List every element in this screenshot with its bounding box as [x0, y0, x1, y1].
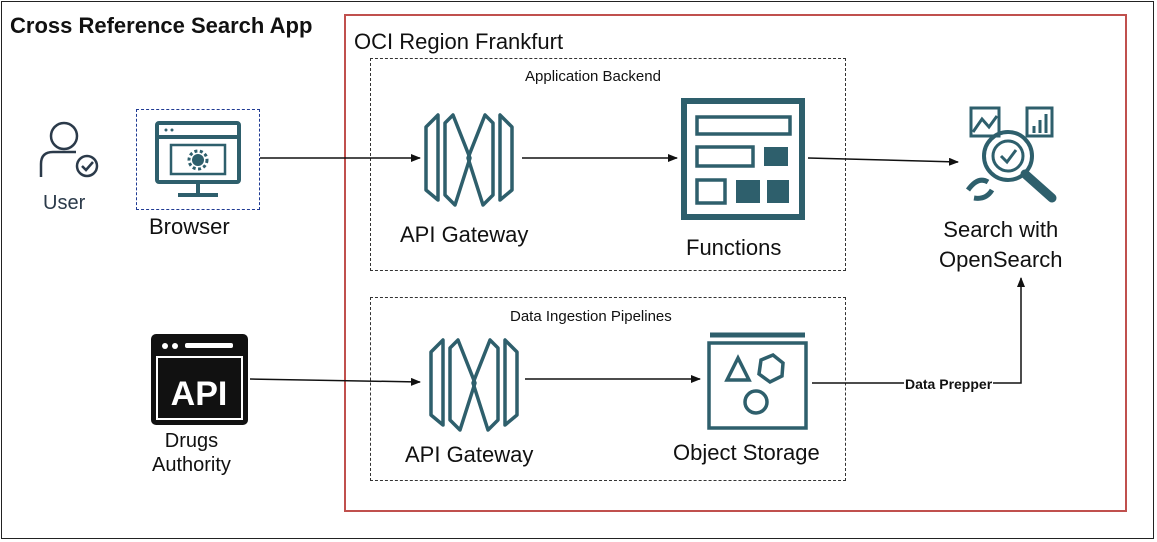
api-window-icon: [151, 334, 248, 425]
browser-settings-icon: [155, 121, 241, 197]
app-title: Cross Reference Search App: [10, 13, 313, 38]
browser-node-box: [136, 109, 260, 210]
user-label: User: [43, 192, 86, 214]
functions-label: Functions: [686, 235, 782, 260]
browser-dot-icon: [170, 128, 174, 132]
api-gateway-icon: [424, 113, 514, 207]
browser-dot-icon: [164, 128, 168, 132]
search-label-line1: Search with: [943, 217, 1059, 242]
search-label-line2: OpenSearch: [939, 247, 1063, 272]
region-title: OCI Region Frankfurt: [354, 29, 564, 54]
functions-icon: [681, 98, 805, 220]
browser-label: Browser: [149, 214, 230, 239]
api-gateway-icon: [429, 338, 519, 432]
oci-region-box: [344, 14, 1127, 512]
data-ingestion-box: [370, 297, 846, 481]
drugs-authority-label: Drugs Authority: [152, 429, 231, 477]
drugs-label-line1: Drugs: [164, 430, 219, 452]
data-ingestion-label: Data Ingestion Pipelines: [510, 308, 672, 325]
search-opensearch-label: Search with OpenSearch: [939, 215, 1063, 275]
edge-api-to-gateway: [249, 377, 421, 386]
drugs-label-line2: Authority: [152, 454, 231, 476]
edge-functions-to-search: [807, 157, 959, 166]
api-gateway-pipeline-label: API Gateway: [405, 442, 534, 467]
object-storage-icon: [707, 332, 808, 430]
object-storage-label: Object Storage: [673, 440, 820, 465]
edge-storage-to-search: [812, 277, 1025, 384]
user-check-icon: [39, 121, 99, 178]
application-backend-label: Application Backend: [525, 68, 661, 85]
data-prepper-label: Data Prepper: [904, 376, 994, 392]
opensearch-icon: [965, 106, 1057, 203]
api-gateway-backend-label: API Gateway: [400, 222, 529, 247]
api-window-text: API: [171, 375, 228, 413]
application-backend-box: [370, 58, 846, 271]
